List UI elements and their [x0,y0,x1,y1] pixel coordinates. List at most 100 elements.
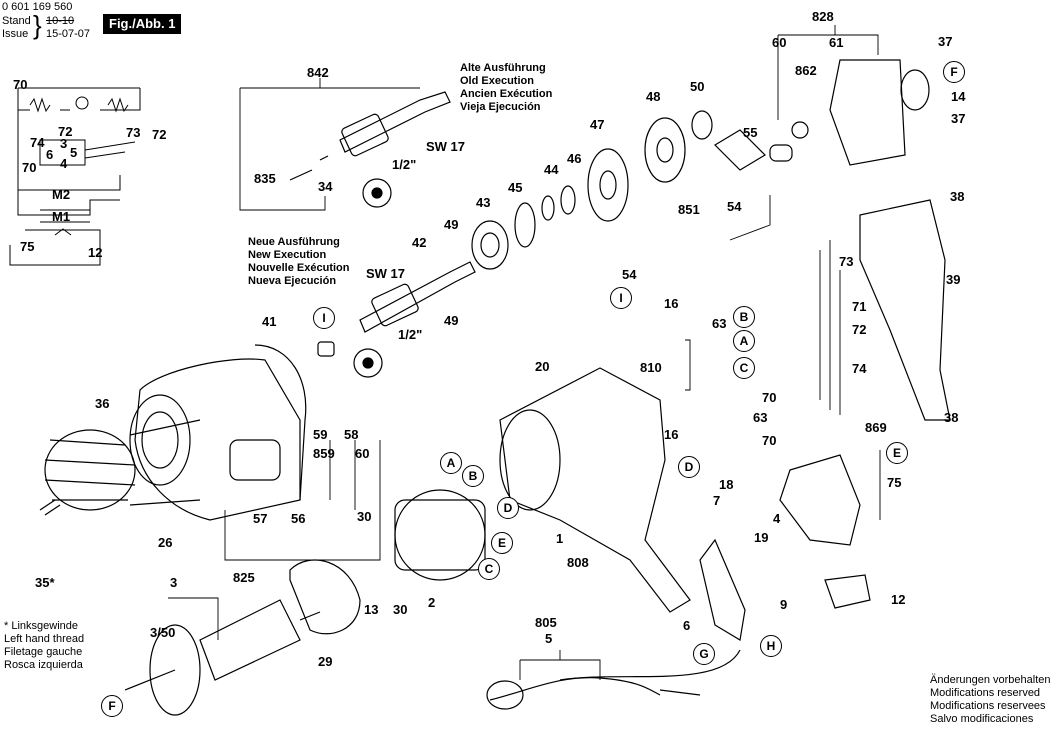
part-number: 3/50 [150,625,176,640]
part-number: 34 [318,179,333,194]
connector-a: A [733,330,755,352]
sw17-old-label: SW 17 [426,139,466,154]
part-number: 851 [678,202,700,217]
part-number: 862 [795,63,817,78]
note-line: Alte Ausführung [460,62,546,74]
part-number: 75 [887,475,902,490]
part-number: 46 [567,151,582,166]
part-number: 2 [428,595,436,610]
connector-f: F [101,695,123,717]
part-number: 19 [754,530,769,545]
part-number: 1 [556,531,564,546]
part-number: 14 [951,89,966,104]
part-number: 38 [944,410,959,425]
part-number: 55 [743,125,758,140]
part-number: 72 [58,124,73,139]
part-number: 54 [727,199,742,214]
part-number: 810 [640,360,662,375]
part-number: 60 [355,446,370,461]
part-number: 35* [35,575,55,590]
part-number: 859 [313,446,335,461]
part-number: 39 [946,272,961,287]
issue-label: Issue [2,28,29,40]
gear-train [471,59,930,270]
connector-i: I [313,307,335,329]
field-coil [394,489,486,581]
issue-date: 15-07-07 [46,28,91,40]
connector-a: A [440,452,462,474]
part-number: 16 [664,427,679,442]
part-number: 808 [567,555,589,570]
part-number: 38 [950,189,965,204]
part-number: 842 [307,65,329,80]
part-number: 9 [780,597,788,612]
connector-c: C [733,357,755,379]
part-number: 828 [812,9,834,24]
part-number: 5 [70,145,78,160]
note-line: Änderungen vorbehalten [930,674,1051,686]
part-number: 70 [13,77,28,92]
part-number: 74 [852,361,867,376]
connector-d: D [678,456,700,478]
part-number: 56 [291,511,306,526]
part-number: 61 [829,35,844,50]
part-number: 3 [60,136,68,151]
switch [779,454,871,609]
note-line: Neue Ausführung [248,236,340,248]
part-number: 70 [22,160,37,175]
part-number: 3 [170,575,178,590]
m2-label: M2 [52,187,71,202]
part-number: 18 [719,477,734,492]
part-number: 30 [357,509,372,524]
connector-b: B [733,306,755,328]
part-number: 12 [891,592,906,607]
part-number: 47 [590,117,605,132]
note-line: Filetage gauche [4,646,83,658]
part-number: 825 [233,570,255,585]
brace-icon: } [33,10,42,40]
drill-chuck [39,419,201,516]
half-inch-old-label: 1/2" [392,157,417,172]
armature [124,599,321,716]
connector-f: F [943,61,965,83]
part-number: 43 [476,195,491,210]
part-number: 50 [690,79,705,94]
note-line: Nouvelle Exécution [248,262,350,274]
part-number: 63 [712,316,727,331]
half-inch-new-label: 1/2" [398,327,423,342]
part-number: 41 [262,314,277,329]
connector-c: C [478,558,500,580]
part-number: 73 [126,125,141,140]
part-number: 72 [152,127,167,142]
new-execution-note: Neue Ausführung New Execution Nouvelle E… [248,236,349,288]
part-number: 58 [344,427,359,442]
part-number: 26 [158,535,173,550]
connector-i: I [610,287,632,309]
part-number: 37 [938,34,953,49]
note-line: Modifications reserved [930,687,1041,699]
doc-number: 0 601 169 560 [2,1,73,13]
motor-housing [499,367,691,613]
connector-b: B [462,465,484,487]
old-execution-note: Alte Ausführung Old Execution Ancien Exé… [460,62,552,114]
part-number: 7 [713,493,721,508]
connector-g: G [693,643,715,665]
connector-e: E [886,442,908,464]
wiring-schematic [9,87,141,266]
sw17-new-label: SW 17 [366,266,406,281]
part-number: 12 [88,245,103,260]
part-number: 48 [646,89,661,104]
part-number: 45 [508,180,523,195]
part-number: 75 [20,239,35,254]
old-date: 10-10 [46,15,75,27]
part-number: 6 [46,147,54,162]
part-number: 74 [30,135,45,150]
gear-housing [129,344,307,521]
part-number: 59 [313,427,328,442]
part-number: 70 [762,390,777,405]
note-line: Salvo modificaciones [930,713,1034,725]
part-number: 63 [753,410,768,425]
part-number: 44 [544,162,559,177]
connector-e: E [491,532,513,554]
